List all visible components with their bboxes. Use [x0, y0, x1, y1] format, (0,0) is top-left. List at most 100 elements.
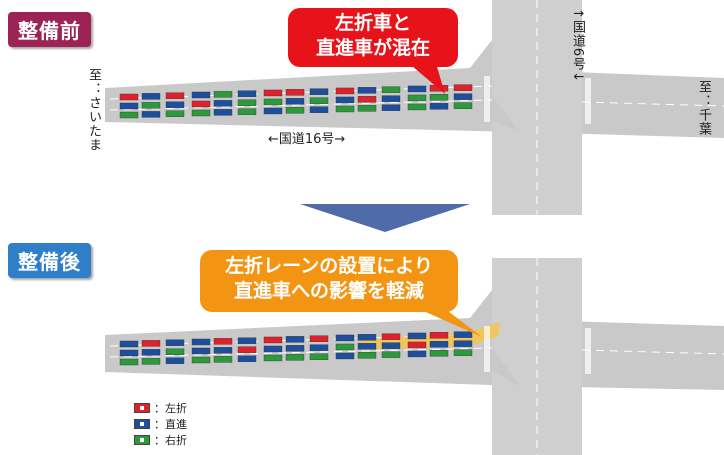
- vehicle: [263, 354, 283, 362]
- vehicle: [335, 87, 355, 95]
- vehicle: [309, 106, 329, 113]
- vehicle: [453, 93, 473, 100]
- vehicle: [429, 350, 449, 357]
- vehicle: [285, 89, 305, 96]
- after-callout-line1: 左折レーンの設置により: [225, 255, 433, 277]
- vehicle: [429, 103, 449, 110]
- to-chiba-label: 至：千葉: [696, 80, 711, 136]
- vehicle: [429, 341, 449, 348]
- vehicle: [285, 107, 305, 114]
- vehicle: [213, 91, 233, 98]
- vehicle: [141, 340, 161, 347]
- vehicle: [237, 355, 257, 362]
- before-callout-line1: 左折車と: [334, 12, 411, 34]
- vehicle: [119, 358, 139, 366]
- vehicle: [381, 104, 401, 111]
- vehicle: [237, 90, 257, 97]
- vehicle: [407, 350, 427, 358]
- before-callout-line2: 直進車が混在: [315, 37, 430, 59]
- vehicle: [165, 110, 185, 117]
- vehicle: [285, 354, 305, 361]
- vehicle: [453, 340, 473, 347]
- after-callout-line2: 直進車への影響を軽減: [233, 280, 424, 302]
- before-vehicles: [119, 84, 473, 119]
- vehicle: [119, 349, 139, 357]
- vehicle: [407, 332, 427, 340]
- after-vehicles: [119, 331, 473, 366]
- vehicle: [141, 358, 161, 365]
- vehicle: [263, 98, 283, 106]
- before-callout-tail: [405, 60, 445, 94]
- vehicle: [453, 349, 473, 356]
- vehicle: [407, 94, 427, 102]
- vehicle: [407, 103, 427, 111]
- before-callout: 左折車と 直進車が混在: [288, 8, 458, 67]
- legend-left-swatch: [134, 403, 150, 413]
- vehicle: [357, 96, 377, 103]
- vehicle: [191, 356, 211, 364]
- vehicle: [309, 97, 329, 104]
- vehicle: [165, 92, 185, 99]
- after-badge: 整備後: [8, 243, 91, 278]
- vehicle: [165, 357, 185, 364]
- vehicle: [191, 347, 211, 355]
- vehicle: [263, 89, 283, 97]
- vehicle: [335, 105, 355, 113]
- legend-straight-swatch: [134, 419, 150, 429]
- vehicle: [213, 338, 233, 345]
- vehicle: [309, 335, 329, 342]
- transition-arrow: [300, 204, 470, 232]
- vehicle: [453, 84, 473, 91]
- vehicle: [357, 352, 377, 359]
- vehicle: [429, 332, 449, 339]
- vehicle: [309, 88, 329, 95]
- vehicle: [453, 331, 473, 338]
- route16-label: ←国道16号→: [268, 132, 346, 147]
- vehicle: [237, 99, 257, 106]
- vehicle: [263, 345, 283, 353]
- vehicle: [191, 338, 211, 346]
- route6-label: ↑国道6号↓: [570, 8, 585, 84]
- vehicle: [309, 344, 329, 351]
- vehicle: [165, 339, 185, 346]
- vehicle: [237, 346, 257, 353]
- legend-left-turn: ：左折: [134, 400, 187, 416]
- vehicle: [213, 347, 233, 354]
- vehicle: [309, 353, 329, 360]
- vehicle: [381, 95, 401, 102]
- vehicle: [381, 86, 401, 93]
- vehicle: [381, 333, 401, 340]
- vehicle: [263, 107, 283, 115]
- vehicle: [407, 341, 427, 349]
- legend-left-label: ：左折: [154, 402, 187, 415]
- vehicle: [165, 101, 185, 108]
- after-callout-tail: [410, 305, 482, 337]
- vehicle: [141, 111, 161, 118]
- vehicle: [429, 94, 449, 101]
- vehicle: [357, 343, 377, 350]
- vehicle: [213, 109, 233, 116]
- after-callout: 左折レーンの設置により 直進車への影響を軽減: [200, 250, 458, 312]
- before-road: [105, 0, 724, 215]
- vehicle: [213, 356, 233, 363]
- vehicle: [119, 111, 139, 119]
- vehicle: [119, 102, 139, 110]
- vehicle: [285, 336, 305, 343]
- vehicle: [141, 349, 161, 356]
- vehicle: [335, 352, 355, 360]
- vehicle: [357, 87, 377, 94]
- before-badge: 整備前: [8, 12, 91, 47]
- vehicle: [407, 85, 427, 93]
- legend-straight: ：直進: [134, 416, 187, 432]
- to-saitama-label: 至：さいたま: [86, 68, 101, 152]
- vehicle: [119, 340, 139, 348]
- vehicle: [285, 345, 305, 352]
- vehicle: [141, 102, 161, 109]
- vehicle: [237, 108, 257, 115]
- vehicle: [213, 100, 233, 107]
- legend-right-swatch: [134, 435, 150, 445]
- vehicle: [285, 98, 305, 105]
- vehicle: [335, 343, 355, 351]
- vehicle: [453, 102, 473, 109]
- vehicle: [191, 109, 211, 117]
